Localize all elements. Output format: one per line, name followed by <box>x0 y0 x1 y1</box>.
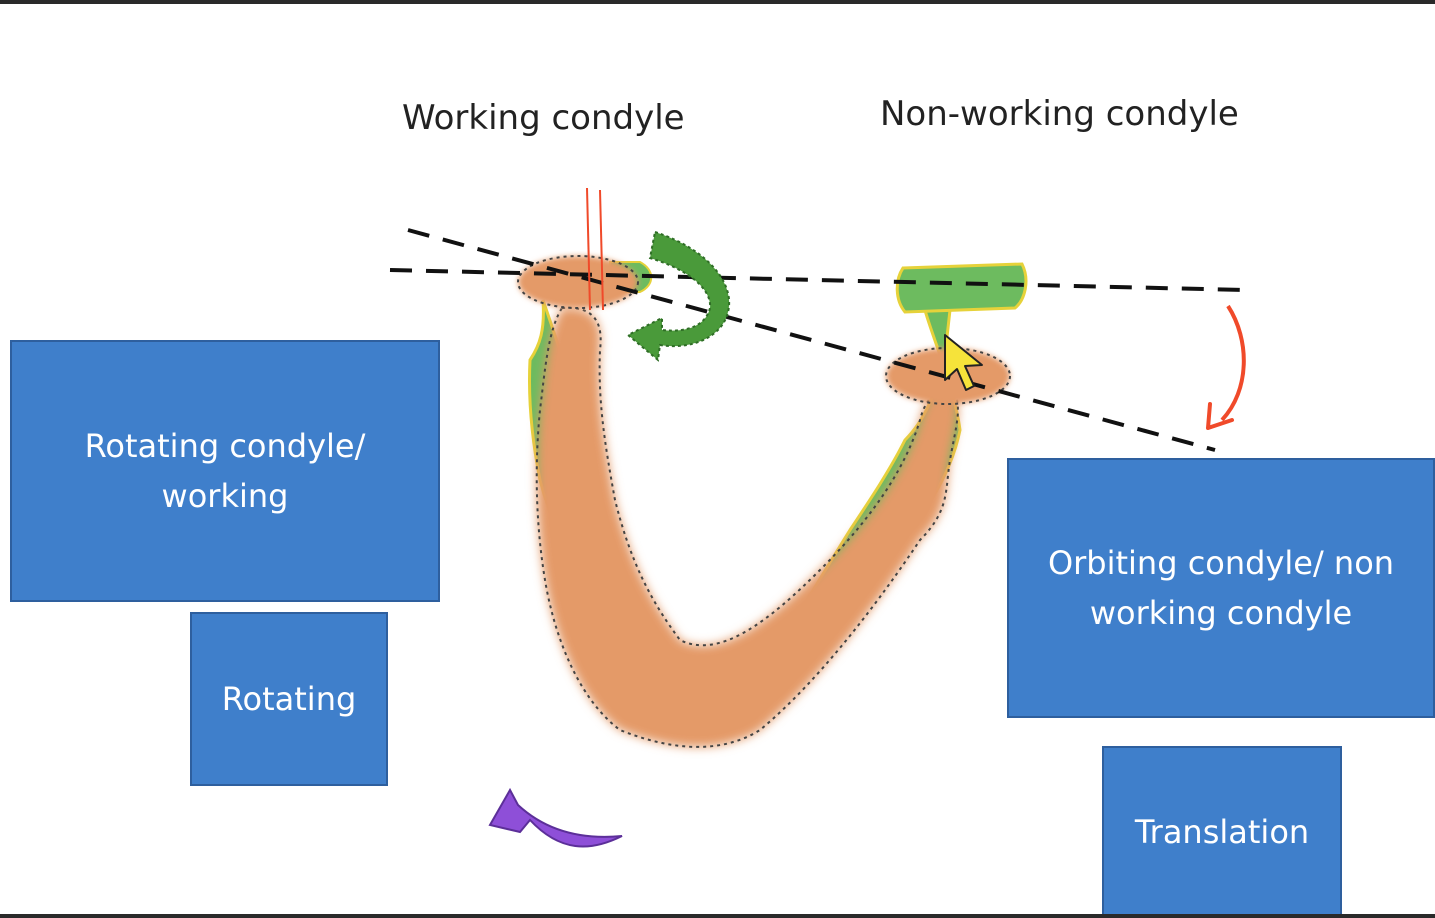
curved-down-arrow-icon <box>1208 306 1244 428</box>
curved-rotation-arrow-icon <box>628 232 729 360</box>
translation-box: Translation <box>1102 746 1342 918</box>
rotating-box: Rotating <box>190 612 388 786</box>
orbiting-label: Orbiting condyle/ non working condyle <box>1021 538 1421 638</box>
non-working-condyle-heading: Non-working condyle <box>880 94 1239 134</box>
rotating-working-label: Rotating condyle/ working <box>70 421 380 521</box>
working-condyle-heading: Working condyle <box>402 98 685 138</box>
rotating-label: Rotating <box>222 674 357 724</box>
rotating-working-box: Rotating condyle/ working <box>10 340 440 602</box>
condylar-axis-lines <box>390 230 1245 450</box>
rotated-axis-line <box>408 230 1215 450</box>
non-working-condyle-head <box>897 264 1026 312</box>
curved-left-arrow-icon <box>490 790 622 847</box>
translation-label: Translation <box>1135 807 1309 857</box>
orbiting-box: Orbiting condyle/ non working condyle <box>1007 458 1435 718</box>
window-bottom-border <box>0 914 1435 918</box>
